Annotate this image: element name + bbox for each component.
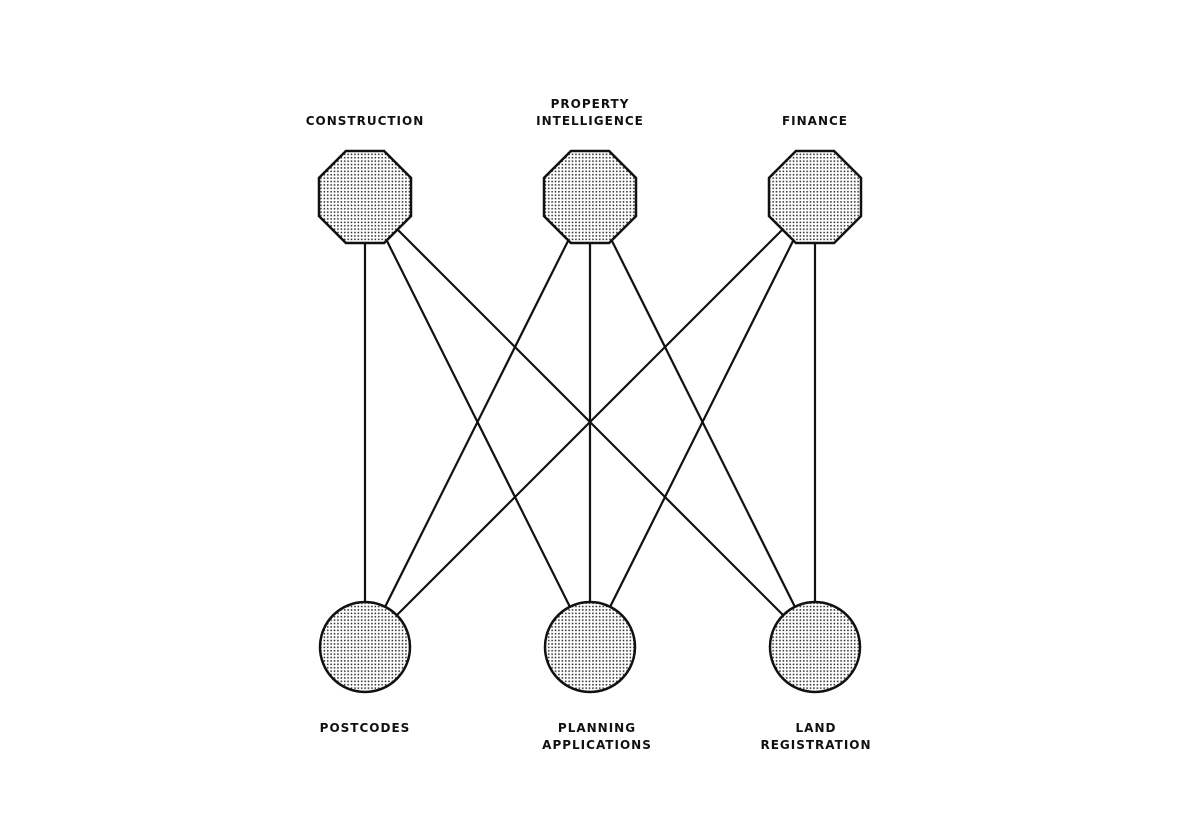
- label-line: LAND: [795, 721, 837, 735]
- edge-finance-to-postcodes: [364, 196, 816, 648]
- edge-property-intelligence-to-postcodes: [364, 196, 591, 648]
- label-finance: FINANCE: [781, 114, 849, 128]
- node-construction-octagon: [317, 149, 413, 245]
- edge-finance-to-planning-applications: [589, 196, 816, 648]
- label-line: INTELLIGENCE: [536, 114, 644, 128]
- label-construction: CONSTRUCTION: [305, 114, 425, 128]
- node-planning-applications-circle: [543, 600, 637, 694]
- label-planning-applications: PLANNING APPLICATIONS: [497, 720, 697, 754]
- node-property-intelligence-octagon: [542, 149, 638, 245]
- node-postcodes-circle: [318, 600, 412, 694]
- label-line: PROPERTY: [550, 97, 630, 111]
- node-land-registration-circle: [768, 600, 862, 694]
- label-land-registration: LAND REGISTRATION: [716, 720, 916, 754]
- label-line: REGISTRATION: [760, 738, 872, 752]
- label-line: APPLICATIONS: [542, 738, 652, 752]
- label-line: PLANNING: [557, 721, 637, 735]
- label-property-intelligence: PROPERTY INTELLIGENCE: [490, 96, 690, 130]
- node-finance-octagon: [767, 149, 863, 245]
- label-postcodes: POSTCODES: [319, 721, 411, 735]
